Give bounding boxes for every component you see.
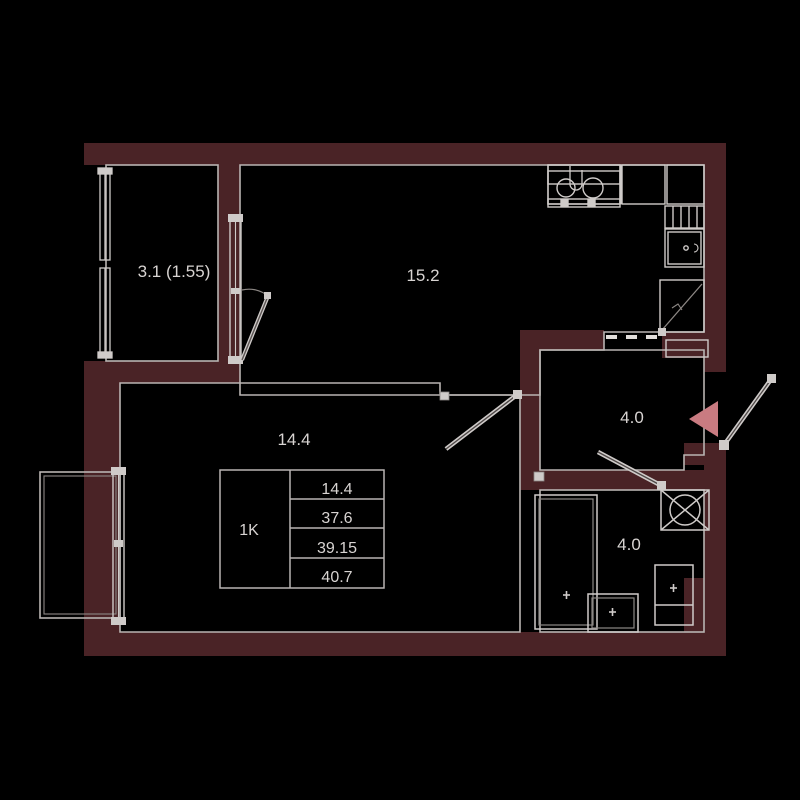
bedroom-window	[39, 467, 126, 625]
kitchen-living-area-label: 15.2	[406, 266, 439, 285]
kitchen-fixtures	[547, 164, 709, 358]
balcony-door	[228, 214, 271, 364]
room-outlines	[105, 164, 705, 633]
entrance-marker-icon	[689, 401, 718, 437]
table-row: 39.15	[317, 540, 357, 557]
balcony-area-label: 3.1 (1.55)	[138, 262, 211, 281]
entrance-door	[719, 374, 776, 450]
table-row: 14.4	[321, 481, 352, 498]
walls	[84, 143, 726, 656]
hall-area-label: 4.0	[620, 408, 644, 427]
bedroom-area-label: 14.4	[277, 430, 310, 449]
bedroom-door	[439, 390, 522, 451]
table-row: 40.7	[321, 569, 352, 586]
table-type-label: 1K	[239, 522, 259, 539]
table-row: 37.6	[321, 510, 352, 527]
bathroom-door	[533, 450, 666, 490]
bathroom-area-label: 4.0	[617, 535, 641, 554]
balcony-glazing	[97, 167, 113, 359]
summary-table: 1K 14.4 37.6 39.15 40.7	[219, 469, 385, 589]
bathroom-fixtures	[534, 489, 710, 633]
